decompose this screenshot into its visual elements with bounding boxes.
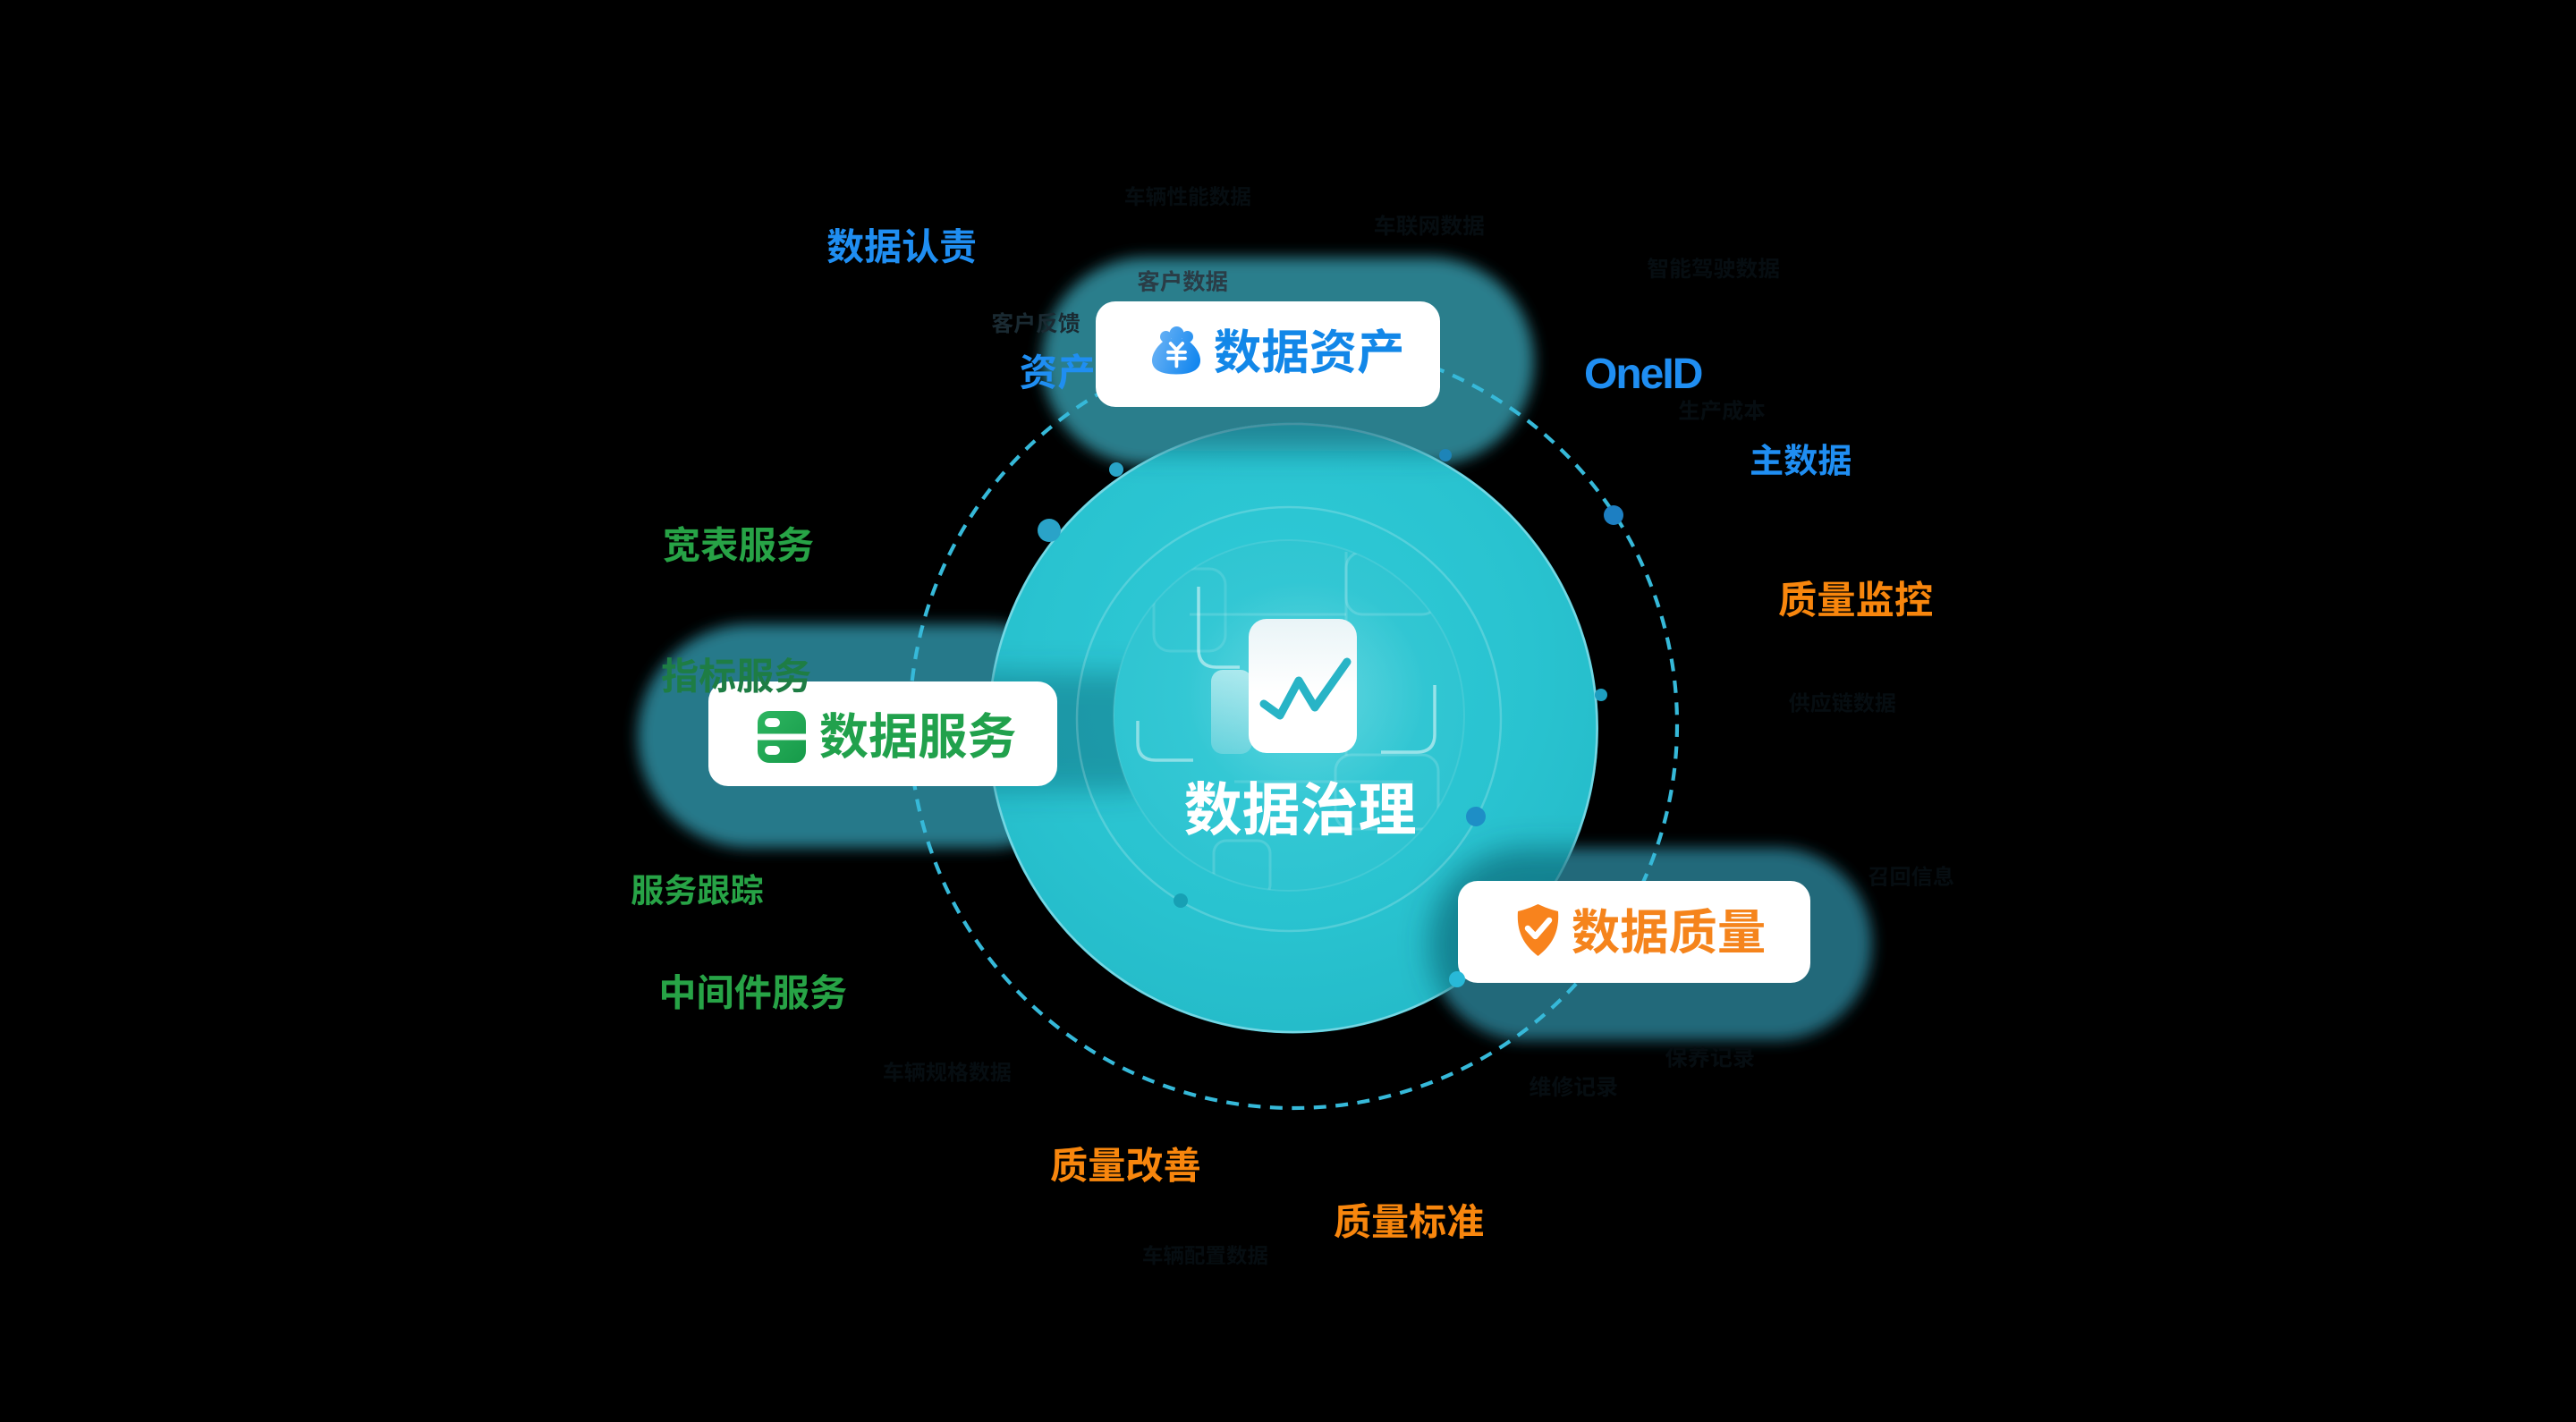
svg-text:OneID: OneID [1584,351,1702,398]
